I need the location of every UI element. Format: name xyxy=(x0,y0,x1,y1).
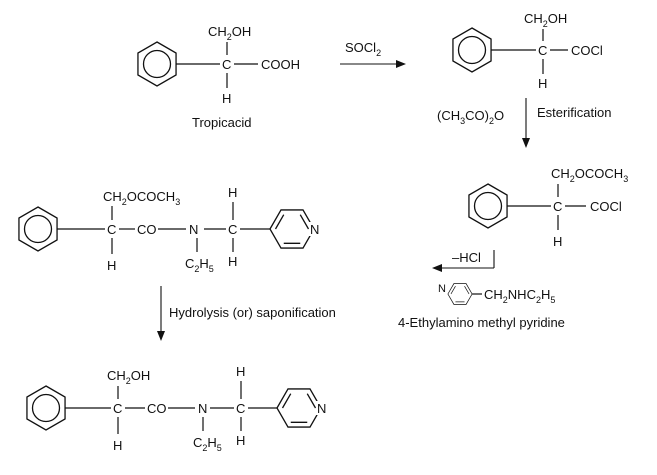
benzene-ring-icon xyxy=(468,183,508,229)
alpha-carbon: C xyxy=(538,43,547,58)
benzene-ring-icon xyxy=(137,41,177,87)
pyridine-ring-icon xyxy=(447,283,473,305)
pyridine-ring-icon xyxy=(269,209,315,249)
alpha-carbon: C xyxy=(107,222,116,237)
alpha-hydrogen: H xyxy=(222,91,231,106)
socl2-reagent-label: SOCl2 xyxy=(345,40,381,58)
ethyl-group: C2H5 xyxy=(185,256,214,274)
ch2oh-group: CH2OH xyxy=(107,368,150,386)
pyridine-ring-icon xyxy=(276,388,322,428)
benzene-ring-icon xyxy=(18,206,58,252)
acetoxymethyl-group: CH2OCOCH3 xyxy=(551,166,628,184)
alpha-hydrogen: H xyxy=(107,258,116,273)
tropicamide-structure: N CH2OH C H CO N C2H5 H C H xyxy=(26,364,328,453)
methylene-carbon: C xyxy=(236,401,245,416)
alpha-carbon: C xyxy=(553,199,562,214)
alpha-hydrogen: H xyxy=(113,438,122,453)
acetoxymethyl-group: CH2OCOCH3 xyxy=(103,189,180,207)
pyridine-nitrogen: N xyxy=(438,283,446,295)
acetyl-tropicamide-structure: N CH2OCOCH3 C H CO N C2H5 H C H xyxy=(18,185,321,274)
benzene-ring-icon xyxy=(452,27,492,73)
amide-nitrogen: N xyxy=(198,401,207,416)
methylene-carbon: C xyxy=(228,222,237,237)
socl2-reaction-arrow: SOCl2 xyxy=(340,40,406,68)
methylene-hydrogen-top: H xyxy=(228,185,237,200)
ch2oh-group: CH2OH xyxy=(208,24,251,42)
hydrolysis-label: Hydrolysis (or) saponification xyxy=(169,305,336,320)
alpha-carbon: C xyxy=(113,401,122,416)
amide-nitrogen: N xyxy=(189,222,198,237)
alpha-carbon: C xyxy=(222,57,231,72)
alpha-hydrogen: H xyxy=(553,234,562,249)
tropic-acid-structure: CH2OH C COOH H Tropicacid xyxy=(137,24,300,130)
reagent-name-label: 4-Ethylamino methyl pyridine xyxy=(398,315,565,330)
pyridine-nitrogen: N xyxy=(317,401,326,416)
methylene-hydrogen-bottom: H xyxy=(236,433,245,448)
amidation-arrow: –HCl xyxy=(432,250,495,272)
benzene-ring-icon xyxy=(26,385,66,431)
minus-hcl-label: –HCl xyxy=(452,250,481,265)
methylene-hydrogen-bottom: H xyxy=(228,254,237,269)
methylene-hydrogen-top: H xyxy=(236,364,245,379)
acid-chloride-group: COCl xyxy=(571,43,603,58)
esterification-arrow: (CH3CO)2O Esterification xyxy=(437,98,611,148)
ethylaminomethyl-pyridine-reagent: N CH2NHC2H5 4-Ethylamino methyl pyridine xyxy=(398,283,565,330)
esterification-label: Esterification xyxy=(537,105,611,120)
tropic-acid-chloride-structure: CH2OH C COCl H xyxy=(452,11,603,91)
tropic-acid-label: Tropicacid xyxy=(192,115,251,130)
carbonyl-group: CO xyxy=(137,222,157,237)
alpha-hydrogen: H xyxy=(538,76,547,91)
hydrolysis-arrow: Hydrolysis (or) saponification xyxy=(157,286,336,341)
ethylaminomethyl-group: CH2NHC2H5 xyxy=(484,287,555,305)
carboxyl-group: COOH xyxy=(261,57,300,72)
ethyl-group: C2H5 xyxy=(193,435,222,453)
acetyl-tropic-acid-chloride-structure: CH2OCOCH3 C COCl H xyxy=(468,166,628,249)
ch2oh-group: CH2OH xyxy=(524,11,567,29)
carbonyl-group: CO xyxy=(147,401,167,416)
acetic-anhydride-label: (CH3CO)2O xyxy=(437,108,504,126)
acid-chloride-group: COCl xyxy=(590,199,622,214)
pyridine-nitrogen: N xyxy=(310,222,319,237)
